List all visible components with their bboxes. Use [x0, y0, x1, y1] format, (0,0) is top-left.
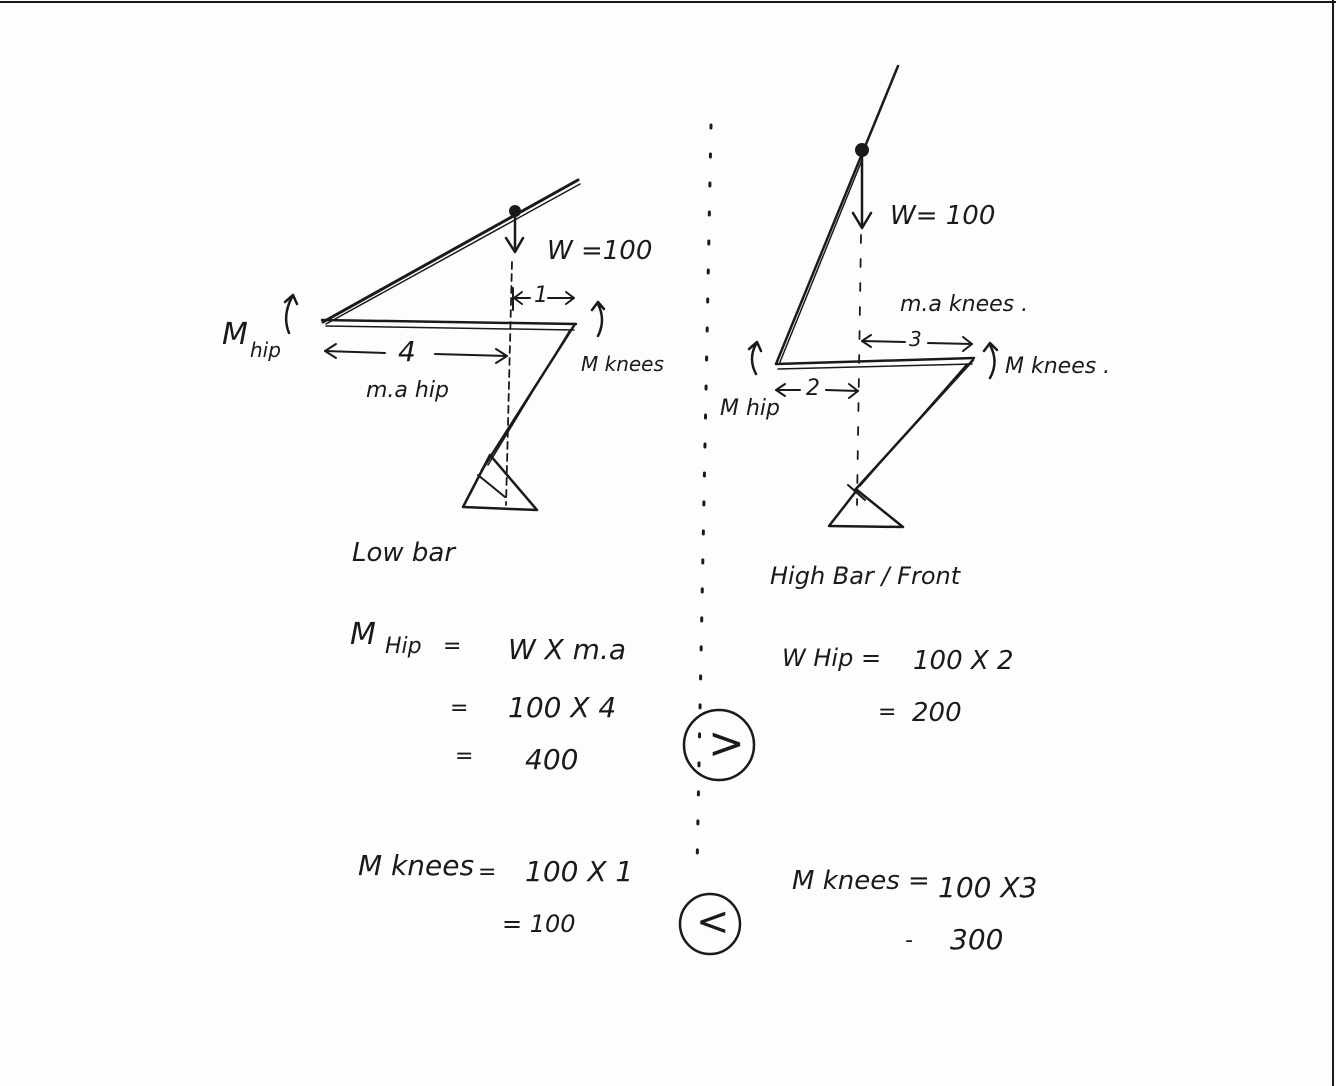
low-bar-thigh-line: [320, 318, 578, 326]
high-bar-calc-knees-line2: 300: [950, 923, 1004, 956]
low-bar-torso-line-2: [325, 183, 581, 325]
low-bar-hip-moment-arrow: [284, 295, 294, 335]
high-bar-knee-moment-label: M knees .: [1005, 354, 1111, 379]
high-bar-diagram: [747, 64, 999, 529]
comparison-circle-knees: [678, 892, 742, 956]
low-bar-barbell-dot: [509, 205, 521, 217]
high-bar-weight-label: W= 100: [890, 201, 996, 231]
high-bar-knee-moment-arrowhead: [982, 341, 999, 353]
low-bar-calc-knees-line1: 100 X 1: [525, 855, 634, 888]
high-bar-caption: High Bar / Front: [770, 562, 961, 590]
low-bar-hip-arrowhead-left: [324, 343, 337, 359]
high-bar-calc-knees-line1: 100 X3: [938, 871, 1038, 904]
low-bar-calc-hip-lhs-sub: Hip: [385, 634, 422, 659]
high-bar-torso-line: [774, 64, 900, 366]
low-bar-hip-moment-label: M: [222, 317, 248, 352]
high-bar-thigh-line-2: [777, 363, 973, 370]
low-bar-torso-line: [321, 178, 580, 324]
high-bar-hip-arrowhead-right: [848, 383, 859, 399]
high-bar-calc-knees-eq2: -: [905, 928, 913, 953]
low-bar-diagram: [283, 178, 606, 512]
high-bar-knee-distance: 3: [909, 327, 922, 351]
low-bar-thigh-line-2: [325, 325, 575, 331]
low-bar-knee-moment-arrow: [596, 302, 604, 338]
high-bar-shin-line-2: [859, 363, 968, 487]
low-bar-calc-hip-line2: 100 X 4: [508, 691, 617, 724]
comparison-symbol-knees: <: [696, 899, 730, 945]
high-bar-hip-arrowhead-left: [775, 383, 786, 397]
high-bar-knee-moment-arrow: [988, 343, 996, 380]
low-bar-hip-moment-sub: hip: [250, 338, 281, 362]
high-bar-barbell-dot: [855, 143, 869, 157]
high-bar-torso-line-2: [779, 159, 863, 363]
high-bar-hip-arrow-right: [825, 389, 859, 392]
low-bar-knee-arrowhead-right: [565, 291, 575, 305]
low-bar-calc-hip-line1: W X m.a: [508, 633, 627, 666]
low-bar-knee-moment-label: M knees: [581, 352, 664, 376]
low-bar-plumb-line: [505, 261, 513, 506]
low-bar-weight-label: W =100: [547, 236, 653, 266]
low-bar-calc-hip-eq2: =: [450, 696, 469, 721]
low-bar-calc-hip-eq3: =: [455, 744, 474, 769]
low-bar-knee-arrowhead-left: [513, 291, 523, 305]
low-bar-hip-arrow-right: [434, 353, 508, 357]
high-bar-knee-arrowhead-right: [962, 336, 973, 352]
high-bar-thigh-line: [774, 356, 976, 366]
high-bar-calc-knees-lhs: M knees =: [792, 866, 930, 896]
high-bar-knee-arrow-left: [861, 340, 906, 343]
comparison-symbol-hip: >: [708, 718, 745, 769]
high-bar-hip-distance: 2: [806, 376, 820, 401]
low-bar-calc-hip-line3: 400: [525, 743, 579, 776]
high-bar-calc-hip-line2: 200: [912, 698, 962, 728]
high-bar-plumb-line: [856, 234, 862, 506]
low-bar-hip-ma-label: m.a hip: [366, 378, 449, 403]
high-bar-hip-moment-label: M hip: [720, 396, 780, 421]
comparison-circle-hip: [682, 708, 756, 782]
low-bar-hip-distance: 4: [398, 335, 416, 368]
high-bar-knee-arrowhead-left: [861, 334, 872, 348]
high-bar-calc-hip-line1: 100 X 2: [913, 646, 1014, 676]
low-bar-calc-knees-eq1: =: [478, 860, 497, 885]
low-bar-knee-moment-arrowhead: [590, 300, 606, 312]
high-bar-calc-hip-eq2: =: [878, 700, 897, 725]
high-bar-calc-hip-lhs: W Hip =: [782, 644, 882, 672]
low-bar-hip-arrowhead-right: [495, 348, 508, 364]
low-bar-shin-line-2: [487, 329, 571, 466]
low-bar-calc-knees-lhs: M knees: [358, 849, 475, 882]
low-bar-calc-knees-line2: = 100: [502, 910, 576, 938]
low-bar-ankle-cross: [477, 474, 506, 498]
high-bar-weight-arrowhead: [851, 211, 873, 230]
low-bar-calc-hip-eq1: =: [443, 634, 462, 659]
low-bar-weight-arrowhead: [504, 236, 525, 254]
high-bar-foot-triangle: [827, 488, 905, 529]
high-bar-hip-moment-arrow: [750, 342, 758, 376]
high-bar-knee-ma-label: m.a knees .: [900, 292, 1029, 317]
high-bar-knee-arrow-right: [927, 342, 973, 345]
high-bar-ankle-cross: [847, 484, 866, 501]
high-bar-hip-moment-arrowhead: [747, 340, 763, 353]
low-bar-calc-hip-lhs-m: M: [350, 617, 376, 652]
low-bar-hip-arrow-left: [324, 350, 386, 354]
low-bar-caption: Low bar: [352, 538, 456, 568]
low-bar-foot-triangle: [461, 453, 539, 512]
low-bar-knee-distance: 1: [534, 283, 548, 308]
low-bar-hip-moment-arrowhead: [283, 293, 299, 306]
